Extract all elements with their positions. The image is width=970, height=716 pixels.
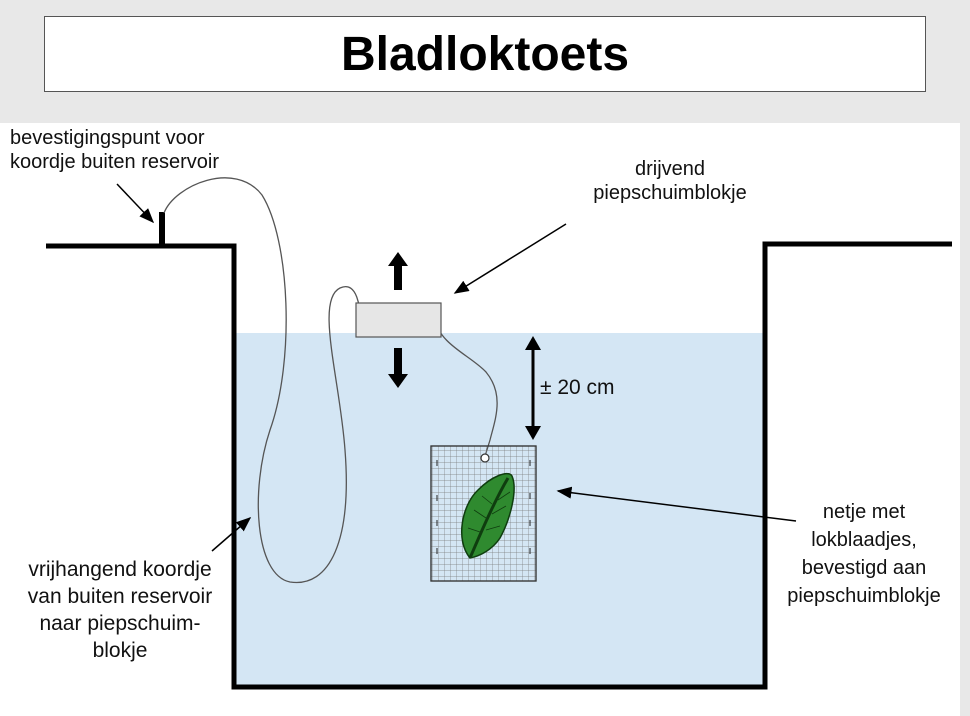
down-arrow-icon — [388, 348, 408, 388]
float-pointer-arrow — [453, 223, 567, 294]
up-arrow-icon — [388, 252, 408, 290]
diagram-title: Bladloktoets — [340, 27, 630, 81]
floating-block-label: drijvend piepschuimblokje — [593, 158, 747, 204]
distance-label: ± 20 cm — [540, 376, 615, 399]
distance-double-arrow — [525, 336, 541, 440]
leaf-icon — [460, 472, 515, 559]
anchor-point-label: bevestigingspunt voor koordje buiten res… — [10, 127, 219, 173]
cord-label: vrijhangend koordje van buiten reservoir… — [27, 558, 213, 662]
net-label: netje met lokblaadjes, bevestigd aan pie… — [787, 501, 941, 607]
anchor-pointer-arrow — [116, 183, 155, 224]
hanging-cord — [163, 177, 361, 584]
net-ring — [480, 453, 490, 463]
title-box: Bladloktoets — [44, 16, 926, 92]
reservoir-outline — [46, 241, 952, 690]
cord-pointer-arrow — [211, 517, 252, 552]
net-pointer-arrow — [556, 486, 797, 522]
styrofoam-block — [355, 302, 442, 338]
